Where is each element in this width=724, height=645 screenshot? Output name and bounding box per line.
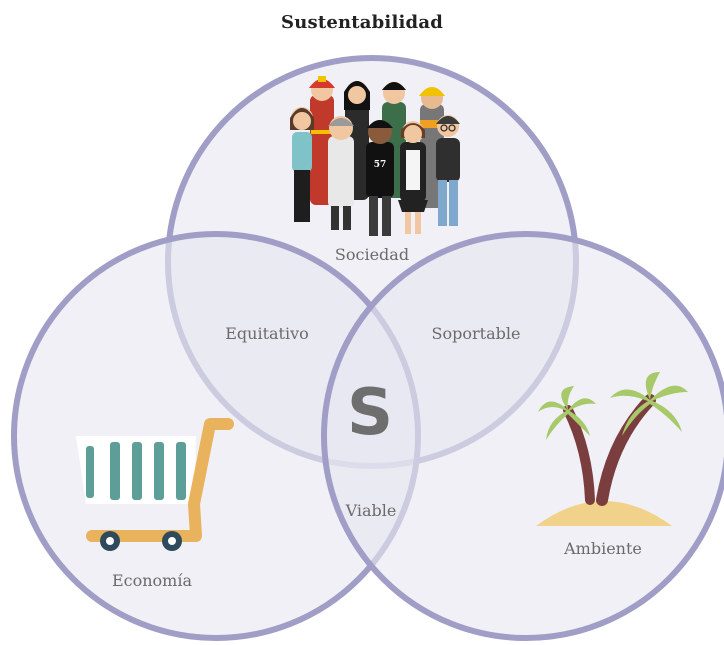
center-letter: S bbox=[347, 376, 393, 450]
people-group-icon: 57 bbox=[290, 76, 460, 236]
diagram-title: Sustentabilidad bbox=[281, 12, 443, 33]
jersey-number: 57 bbox=[374, 160, 387, 170]
label-sociedad: Sociedad bbox=[335, 245, 409, 264]
label-economia: Economía bbox=[112, 571, 193, 590]
label-ambiente: Ambiente bbox=[563, 539, 642, 558]
palm-island-icon bbox=[536, 372, 688, 526]
label-equitativo: Equitativo bbox=[225, 324, 309, 343]
label-viable: Viable bbox=[345, 501, 397, 520]
circle-ambiente bbox=[321, 231, 724, 641]
shopping-cart-icon bbox=[76, 418, 234, 551]
label-soportable: Soportable bbox=[432, 324, 521, 343]
